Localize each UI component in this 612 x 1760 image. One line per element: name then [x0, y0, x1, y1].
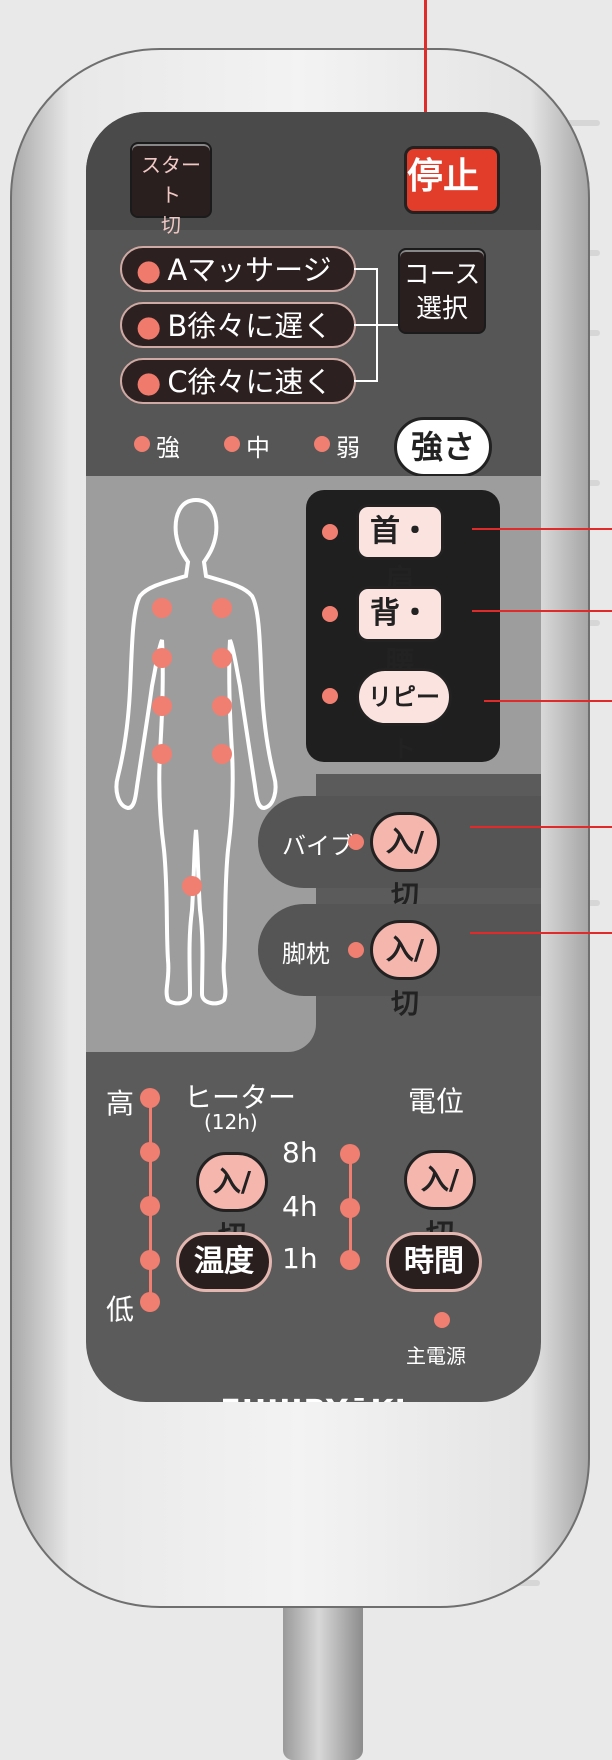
leg-toggle-button[interactable]: 入/切 [370, 920, 440, 1020]
course-select-line1: コース [403, 260, 481, 290]
course-select-button[interactable]: コース 選択 [398, 248, 486, 334]
course-c-indicator: ●C徐々に速く [120, 358, 356, 404]
main-power-label: 主電源 [406, 1344, 466, 1368]
repeat-indicator [322, 688, 338, 704]
leader-line-vibe [470, 826, 612, 828]
heater-level-dot [140, 1088, 160, 1108]
heater-temperature-button[interactable]: 温度 [176, 1232, 272, 1292]
body-point-back-right-1 [212, 648, 232, 668]
start-label-line2: 切 [161, 213, 181, 237]
heater-level-dot [140, 1196, 160, 1216]
strength-high-dot [134, 436, 150, 452]
strength-mid-dot [224, 436, 240, 452]
heater-level-dot [140, 1250, 160, 1270]
potential-title: 電位 [408, 1085, 465, 1118]
stop-button[interactable]: 停止 [404, 146, 500, 214]
potential-time-button[interactable]: 時間 [386, 1232, 482, 1292]
course-c-dot: ● [136, 365, 162, 399]
strength-button[interactable]: 強さ [394, 417, 492, 477]
potential-toggle-button[interactable]: 入/切 [404, 1150, 476, 1250]
potential-8h-dot [340, 1144, 360, 1164]
neck-shoulder-button[interactable]: 首・肩 [356, 504, 444, 599]
heater-low-label: 低 [106, 1293, 135, 1326]
course-select-line2: 選択 [415, 294, 468, 324]
strength-mid-label: 中 [246, 434, 270, 462]
course-a-dot: ● [136, 253, 162, 287]
leader-line-neck [472, 528, 612, 530]
heater-toggle-button[interactable]: 入/切 [196, 1152, 268, 1252]
vibe-indicator [348, 834, 364, 850]
potential-4h-dot [340, 1198, 360, 1218]
strength-high-label: 強 [156, 434, 180, 462]
course-a-label: Aマッサージ [167, 253, 332, 287]
strength-low-label: 弱 [336, 434, 360, 462]
body-point-waist-right [212, 744, 232, 764]
body-point-leg [182, 876, 202, 896]
leader-line-repeat [484, 700, 612, 702]
start-label-line1: スタート [141, 153, 201, 207]
course-a-indicator: ●Aマッサージ [120, 246, 356, 292]
body-point-back-left-1 [152, 648, 172, 668]
leg-indicator [348, 942, 364, 958]
start-off-button[interactable]: スタート 切 [130, 142, 212, 237]
leader-line-back [472, 610, 612, 612]
potential-1h-dot [340, 1250, 360, 1270]
body-point-waist-left [152, 744, 172, 764]
course-connector [354, 268, 378, 270]
back-waist-button[interactable]: 背・腰 [356, 586, 444, 681]
vibe-toggle-button[interactable]: 入/切 [370, 812, 440, 912]
course-c-label: C徐々に速く [167, 365, 333, 399]
vibe-label: バイブ [282, 832, 354, 860]
leg-label: 脚枕 [282, 940, 330, 968]
back-waist-indicator [322, 606, 338, 622]
control-panel: スタート 切 停止 ●Aマッサージ ●B徐々に遅く ●C徐々に速く コース 選択… [86, 112, 541, 1402]
course-connector [376, 268, 378, 382]
course-b-dot: ● [136, 309, 162, 343]
course-connector [354, 380, 378, 382]
heater-subtitle: (12h) [204, 1110, 258, 1134]
body-point-shoulder-left [152, 598, 172, 618]
potential-1h-label: 1h [282, 1242, 318, 1275]
body-point-back-left-2 [152, 696, 172, 716]
body-point-shoulder-right [212, 598, 232, 618]
repeat-button[interactable]: リピート [356, 668, 452, 763]
potential-8h-label: 8h [282, 1136, 318, 1169]
course-b-indicator: ●B徐々に遅く [120, 302, 356, 348]
body-point-back-right-2 [212, 696, 232, 716]
brand-logo: FUJIIRYōKI [86, 1394, 541, 1402]
strength-low-dot [314, 436, 330, 452]
heater-high-label: 高 [106, 1087, 135, 1120]
heater-level-dot [140, 1142, 160, 1162]
neck-shoulder-indicator [322, 524, 338, 540]
main-power-indicator [434, 1312, 450, 1328]
leader-line-leg [470, 932, 612, 934]
potential-4h-label: 4h [282, 1190, 318, 1223]
heater-level-dot [140, 1292, 160, 1312]
heater-title: ヒーター [184, 1081, 297, 1114]
human-figure-icon [114, 497, 278, 1006]
course-b-label: B徐々に遅く [167, 309, 333, 343]
